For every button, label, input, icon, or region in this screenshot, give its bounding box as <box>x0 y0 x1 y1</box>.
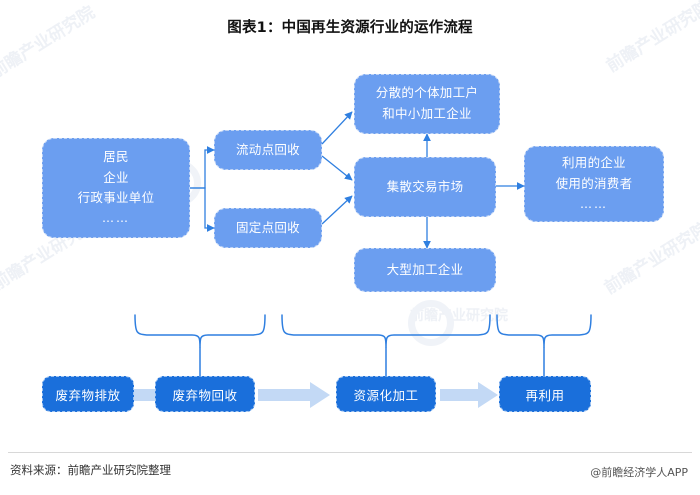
process-box-2-label: 资源化加工 <box>353 387 419 403</box>
process-box-3[interactable]: 再利用 <box>499 376 591 412</box>
process-arrow-2 <box>440 382 498 408</box>
page-title: 图表1：中国再生资源行业的运作流程 <box>227 20 473 36</box>
app-credit: @前瞻经济学人APP <box>590 466 688 479</box>
node-end-users-line-2: 使用的消费者 <box>555 176 633 192</box>
node-small-processors-line-1: 分散的个体加工户 <box>375 85 479 101</box>
node-small-processors[interactable]: 分散的个体加工户 和中小加工企业 <box>354 74 500 134</box>
process-box-0-label: 废弃物排放 <box>55 387 121 403</box>
node-mobile-collection[interactable]: 流动点回收 <box>214 130 322 170</box>
node-waste-sources-line-2: 企业 <box>103 169 129 185</box>
process-box-1-label: 废弃物回收 <box>172 387 238 403</box>
source-note: 资料来源：前瞻产业研究院整理 <box>10 463 171 477</box>
node-end-users-line-1: 利用的企业 <box>561 155 626 171</box>
node-trading-market-label: 集散交易市场 <box>386 178 464 194</box>
footer-divider <box>8 452 692 453</box>
node-mobile-collection-label: 流动点回收 <box>235 141 300 157</box>
node-fixed-collection-label: 固定点回收 <box>235 219 300 235</box>
node-large-processors-label: 大型加工企业 <box>386 261 464 277</box>
node-fixed-collection[interactable]: 固定点回收 <box>214 208 322 248</box>
process-box-2[interactable]: 资源化加工 <box>336 376 436 412</box>
node-end-users-line-3: …… <box>580 196 608 211</box>
process-arrow-1 <box>258 382 330 408</box>
node-large-processors[interactable]: 大型加工企业 <box>354 248 496 292</box>
node-waste-sources-line-3: 行政事业单位 <box>77 190 155 206</box>
process-box-1[interactable]: 废弃物回收 <box>155 376 255 412</box>
node-end-users[interactable]: 利用的企业 使用的消费者 …… <box>524 146 664 222</box>
process-box-3-label: 再利用 <box>525 387 565 403</box>
node-waste-sources[interactable]: 居民 企业 行政事业单位 …… <box>42 138 190 238</box>
node-waste-sources-line-1: 居民 <box>103 149 129 165</box>
node-waste-sources-line-4: …… <box>102 211 130 226</box>
node-trading-market[interactable]: 集散交易市场 <box>354 157 496 217</box>
process-box-0[interactable]: 废弃物排放 <box>42 376 134 412</box>
node-small-processors-line-2: 和中小加工企业 <box>382 106 472 121</box>
